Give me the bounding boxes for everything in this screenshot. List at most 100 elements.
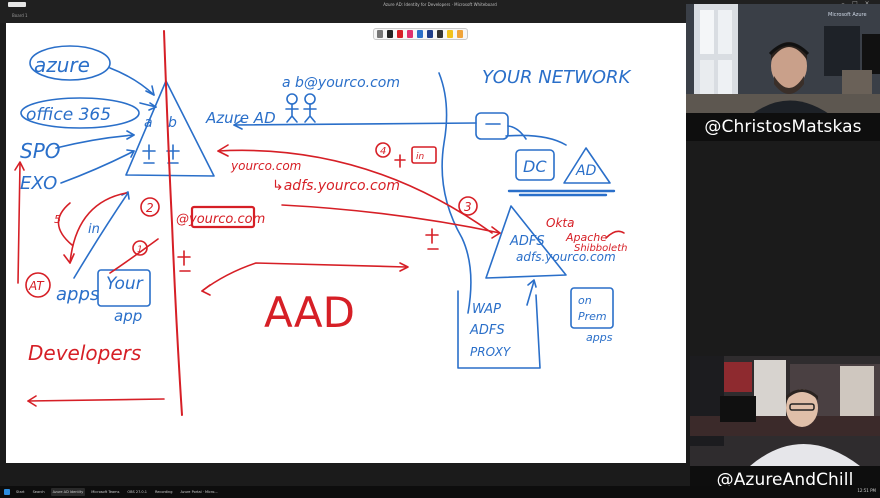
label-user-a: a bbox=[144, 115, 153, 131]
ink-tool-pen-black[interactable] bbox=[387, 30, 393, 38]
label-step3: 3 bbox=[464, 200, 472, 214]
ink-tool-pen-pink[interactable] bbox=[407, 30, 413, 38]
label-okta: Okta bbox=[546, 216, 574, 230]
label-your: Your bbox=[106, 274, 144, 294]
azure-oval bbox=[29, 45, 111, 81]
label-onprem1: on bbox=[578, 294, 592, 307]
presenter-webcam-top: Microsoft Azure @ChristosMatskas bbox=[686, 4, 880, 141]
label-wap2: ADFS bbox=[469, 323, 505, 338]
ink-tool-pen-navy[interactable] bbox=[427, 30, 433, 38]
board-tab-bar: Board 1 bbox=[0, 9, 880, 23]
ink-tool-eraser[interactable] bbox=[457, 30, 463, 38]
ink-layer: azure office 365 SPO EXO Azure AD a b a … bbox=[14, 30, 632, 416]
onprem-box bbox=[570, 287, 614, 329]
label-wap1: WAP bbox=[472, 302, 501, 317]
maximize-icon[interactable]: □ bbox=[852, 1, 858, 7]
taskbar-item[interactable]: OBS 27.0.1 bbox=[127, 490, 147, 494]
ink-tool-pen-blue[interactable] bbox=[417, 30, 423, 38]
label-at: AT bbox=[28, 279, 45, 293]
window-title: Azure AD: Identity for Developers · Micr… bbox=[383, 2, 497, 7]
your-app-box bbox=[97, 269, 151, 307]
label-in-blue: in bbox=[88, 222, 100, 237]
blue-labels: azure office 365 SPO EXO Azure AD a b a … bbox=[20, 53, 632, 359]
arrow-spo bbox=[55, 134, 135, 149]
label-exo: EXO bbox=[20, 173, 57, 194]
minimize-icon[interactable]: – bbox=[840, 1, 846, 7]
label-app: app bbox=[114, 307, 142, 325]
app-arrow bbox=[73, 192, 129, 279]
taskbar-item[interactable]: Azure Portal · Micro... bbox=[180, 490, 218, 494]
taskbar-clock: 12:51 PM bbox=[857, 488, 876, 493]
label-azure-ad: Azure AD bbox=[205, 109, 276, 127]
label-adfs: ADFS bbox=[509, 234, 545, 249]
label-dc: DC bbox=[523, 157, 547, 176]
ink-toolbar bbox=[373, 28, 468, 40]
label-azure: azure bbox=[34, 53, 90, 77]
label-step5: 5 bbox=[54, 213, 61, 226]
azure-brand-label: Microsoft Azure bbox=[828, 12, 867, 18]
redirect-arc bbox=[217, 149, 493, 234]
wap-box bbox=[457, 290, 541, 369]
adfs-triangle bbox=[485, 205, 567, 279]
step2-circle bbox=[140, 197, 160, 217]
taskbar-item[interactable]: Recording bbox=[154, 490, 173, 494]
taskbar-item[interactable]: Start bbox=[16, 490, 25, 494]
adfs-arrow bbox=[281, 204, 501, 234]
label-apache: Apache bbox=[565, 231, 607, 244]
label-adfs-url: adfs.yourco.com bbox=[516, 250, 616, 264]
label-step1: 1 bbox=[137, 245, 143, 255]
label-step2: 2 bbox=[146, 201, 154, 215]
presenter-name-top: @ChristosMatskas bbox=[686, 113, 880, 141]
token-box bbox=[411, 146, 437, 164]
sync-server-box bbox=[475, 112, 509, 140]
ink-tool-pen-red[interactable] bbox=[397, 30, 403, 38]
dev-arrow bbox=[27, 398, 165, 402]
label-onprem2: Prem bbox=[578, 310, 607, 323]
label-ad: AD bbox=[575, 163, 597, 179]
taskbar-item[interactable]: Search bbox=[32, 490, 45, 494]
taskbar-item[interactable]: Microsoft Teams bbox=[91, 490, 120, 494]
left-up-arrow bbox=[17, 162, 21, 284]
ink-tool-highlighter[interactable] bbox=[447, 30, 453, 38]
label-shibboleth: Shibboleth bbox=[574, 243, 627, 254]
ink-tool-lasso-icon[interactable] bbox=[377, 30, 383, 38]
red-labels: yourco.com ↳adfs.yourco.com @yourco.com … bbox=[28, 146, 627, 365]
windows-start-icon[interactable] bbox=[4, 489, 10, 495]
title-bar: Azure AD: Identity for Developers · Micr… bbox=[0, 0, 880, 9]
app-menu-button[interactable] bbox=[8, 2, 26, 7]
cloud-divider bbox=[163, 30, 183, 416]
network-boundary bbox=[438, 72, 472, 314]
label-your-network: YOUR NETWORK bbox=[482, 67, 632, 88]
arrow-exo bbox=[60, 150, 135, 184]
red-strokes bbox=[14, 30, 625, 416]
return-arrow bbox=[201, 262, 407, 292]
dc-box bbox=[515, 149, 555, 181]
label-user-b: b bbox=[168, 115, 177, 131]
label-wap3: PROXY bbox=[470, 345, 512, 359]
label-spo: SPO bbox=[20, 139, 61, 163]
label-developers: Developers bbox=[28, 341, 141, 365]
label-onprem3: apps bbox=[586, 331, 613, 344]
label-step4: 4 bbox=[380, 146, 386, 157]
ink-tool-pen-dark[interactable] bbox=[437, 30, 443, 38]
board-tab[interactable]: Board 1 bbox=[12, 13, 28, 18]
step4-circle bbox=[375, 142, 391, 158]
label-in-red: in bbox=[416, 152, 425, 162]
office365-oval bbox=[20, 97, 140, 129]
label-apps: apps bbox=[56, 284, 99, 305]
label-yourco: yourco.com bbox=[230, 159, 301, 173]
sync-arrow bbox=[233, 122, 477, 126]
arrow-office bbox=[139, 102, 157, 108]
close-icon[interactable]: × bbox=[864, 1, 870, 7]
blue-strokes bbox=[20, 45, 616, 369]
label-aad: AAD bbox=[264, 288, 355, 337]
label-adfs-yourco: ↳adfs.yourco.com bbox=[272, 178, 400, 194]
upn-box bbox=[190, 205, 256, 229]
taskbar-item[interactable]: Azure AD Identity bbox=[50, 488, 86, 496]
label-office365: office 365 bbox=[26, 105, 111, 125]
whiteboard-canvas[interactable]: azure office 365 SPO EXO Azure AD a b a … bbox=[6, 23, 686, 463]
taskbar: Start Search Azure AD Identity Microsoft Te… bbox=[0, 486, 880, 498]
at-circle bbox=[25, 272, 51, 298]
label-at-yourco: @yourco.com bbox=[176, 212, 265, 227]
